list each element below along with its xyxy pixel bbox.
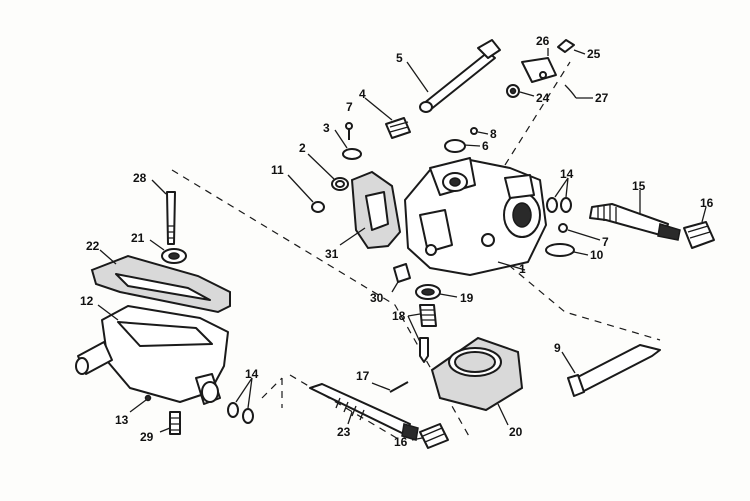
callout-16-bottom: 16 (394, 435, 408, 449)
callout-15: 15 (632, 179, 646, 193)
callout-29: 29 (140, 430, 154, 444)
part-5-shaft (406, 39, 501, 113)
parts-21-28 (149, 179, 187, 264)
parts-3-4-6-7-8 (334, 97, 489, 160)
parts-18-19-30 (391, 263, 458, 363)
callout-19: 19 (460, 291, 474, 305)
parts-16-23-needle (309, 383, 449, 449)
callout-26: 26 (536, 34, 550, 48)
part-9-lever (561, 344, 661, 397)
callout-11: 11 (271, 163, 284, 177)
callout-30: 30 (370, 291, 384, 305)
callout-14-left: 14 (245, 367, 259, 381)
callout-7-right: 7 (602, 235, 609, 249)
part-20-float (430, 336, 524, 426)
callout-25: 25 (587, 47, 601, 61)
parts-2-11-31 (287, 153, 402, 250)
callout-18: 18 (392, 309, 406, 323)
part-1-carburetor-body (404, 157, 547, 276)
callout-13: 13 (115, 413, 129, 427)
callout-12: 12 (80, 294, 94, 308)
callout-17: 17 (356, 369, 370, 383)
callout-4: 4 (359, 87, 366, 101)
callout-31: 31 (325, 247, 339, 261)
parts-24-27-linkage (506, 39, 593, 99)
callout-2: 2 (299, 141, 306, 155)
parts-14-15-16-right (546, 177, 715, 249)
part-22-gasket (90, 249, 231, 314)
callout-16-right: 16 (700, 196, 714, 210)
callout-1: 1 (519, 262, 526, 276)
callout-27: 27 (595, 91, 609, 105)
callout-14-right: 14 (560, 167, 574, 181)
callout-8: 8 (490, 127, 497, 141)
callout-9: 9 (554, 341, 561, 355)
callout-21: 21 (131, 231, 145, 245)
callout-3: 3 (323, 121, 330, 135)
parts-14-left-washers (227, 377, 254, 424)
callout-28: 28 (133, 171, 147, 185)
parts-7-10-right (545, 223, 601, 257)
callout-22: 22 (86, 239, 100, 253)
callout-20: 20 (509, 425, 523, 439)
part-17-pin (371, 381, 409, 393)
callout-5: 5 (396, 51, 403, 65)
callout-24: 24 (536, 91, 550, 105)
callout-23: 23 (337, 425, 351, 439)
callout-10: 10 (590, 248, 604, 262)
callout-labels: 1 2 3 4 5 6 7 7 8 9 10 11 12 13 14 14 15… (80, 34, 714, 449)
callout-7-top: 7 (346, 100, 353, 114)
part-12-float-bowl (75, 304, 229, 405)
parts-13-29 (129, 394, 181, 435)
callout-6: 6 (482, 139, 489, 153)
